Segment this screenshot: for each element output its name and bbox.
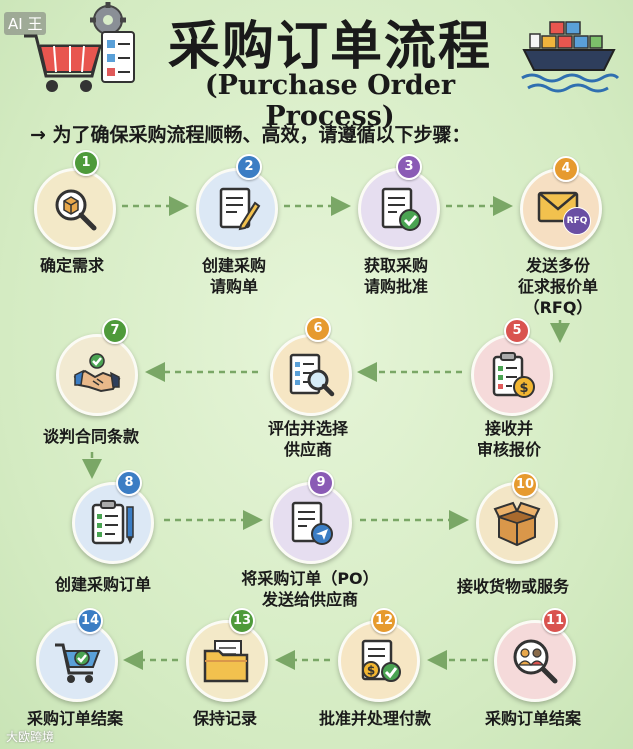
step-10-label: 接收货物或服务 <box>456 577 569 596</box>
magnifier-people-icon <box>513 639 558 684</box>
step-8-label: 创建采购订单 <box>54 575 151 594</box>
clipboard-dollar-icon: $ <box>492 352 535 398</box>
step-9-badge: 9 <box>308 470 334 496</box>
document-check-icon <box>381 187 421 231</box>
step-10-badge: 10 <box>512 472 538 498</box>
step-9-label: 将采购订单（PO）发送给供应商 <box>241 569 379 609</box>
step-5-badge: 5 <box>504 318 530 344</box>
folder-icon <box>203 640 249 683</box>
step-2-label: 创建采购请购单 <box>201 256 266 296</box>
step-7-circle <box>56 334 138 416</box>
step-12-label: 批准并处理付款 <box>318 709 431 728</box>
watermark-top: AI 王 <box>4 12 47 35</box>
open-box-icon <box>493 501 541 547</box>
step-13-label: 保持记录 <box>192 709 257 728</box>
cargo-ship-icon <box>521 21 620 93</box>
page-subtitle: (Purchase Order Process) <box>204 70 456 132</box>
step-9-circle <box>270 482 352 564</box>
step-14-label: 采购订单结案 <box>26 709 123 728</box>
step-4-label: 发送多份征求报价单（RFQ） <box>517 256 598 317</box>
cart-check-icon <box>55 643 101 683</box>
step-11-circle <box>494 620 576 702</box>
step-7-badge: 7 <box>102 318 128 344</box>
step-6-badge: 6 <box>305 316 331 342</box>
step-8-circle <box>72 482 154 564</box>
rfq-badge: RFQ <box>563 207 591 235</box>
step-13-badge: 13 <box>229 608 255 634</box>
step-3-circle <box>358 168 440 250</box>
step-8-badge: 8 <box>116 470 142 496</box>
step-3-label: 获取采购请购批准 <box>363 256 428 296</box>
step-4-circle: RFQ <box>520 168 602 250</box>
step-14-circle <box>36 620 118 702</box>
svg-text:$: $ <box>367 664 375 678</box>
clipboard-pen-icon <box>91 500 134 545</box>
step-5-label: 接收并审核报价 <box>476 419 541 459</box>
checklist-magnifier-icon <box>289 353 335 397</box>
document-send-icon <box>291 501 333 545</box>
step-1-label: 确定需求 <box>39 256 104 275</box>
step-6-label: 评估并选择供应商 <box>267 419 348 459</box>
step-11-badge: 11 <box>542 608 568 634</box>
step-2-circle <box>196 168 278 250</box>
step-2-badge: 2 <box>236 154 262 180</box>
shopping-cart-gear-icon <box>24 2 135 92</box>
step-1-badge: 1 <box>73 150 99 176</box>
step-1-circle <box>34 168 116 250</box>
step-13-circle <box>186 620 268 702</box>
step-3-badge: 3 <box>396 154 422 180</box>
step-12-circle: $ <box>338 620 420 702</box>
magnifier-box-icon <box>55 189 97 231</box>
step-7-label: 谈判合同条款 <box>42 427 139 446</box>
page-title: 采购订单流程 <box>167 17 492 77</box>
watermark-bottom: 大欧跨境 <box>6 730 55 744</box>
step-14-badge: 14 <box>77 608 103 634</box>
handshake-icon <box>73 353 121 393</box>
step-12-badge: 12 <box>371 608 397 634</box>
step-6-circle <box>270 334 352 416</box>
step-4-badge: 4 <box>553 156 579 182</box>
svg-text:$: $ <box>519 381 528 396</box>
intro-text: → 为了确保采购流程顺畅、高效，请遵循以下步骤： <box>30 124 471 146</box>
invoice-dollar-icon: $ <box>361 639 401 682</box>
step-5-circle: $ <box>471 334 553 416</box>
step-11-label: 采购订单结案 <box>484 709 581 728</box>
document-pencil-icon <box>219 187 261 231</box>
